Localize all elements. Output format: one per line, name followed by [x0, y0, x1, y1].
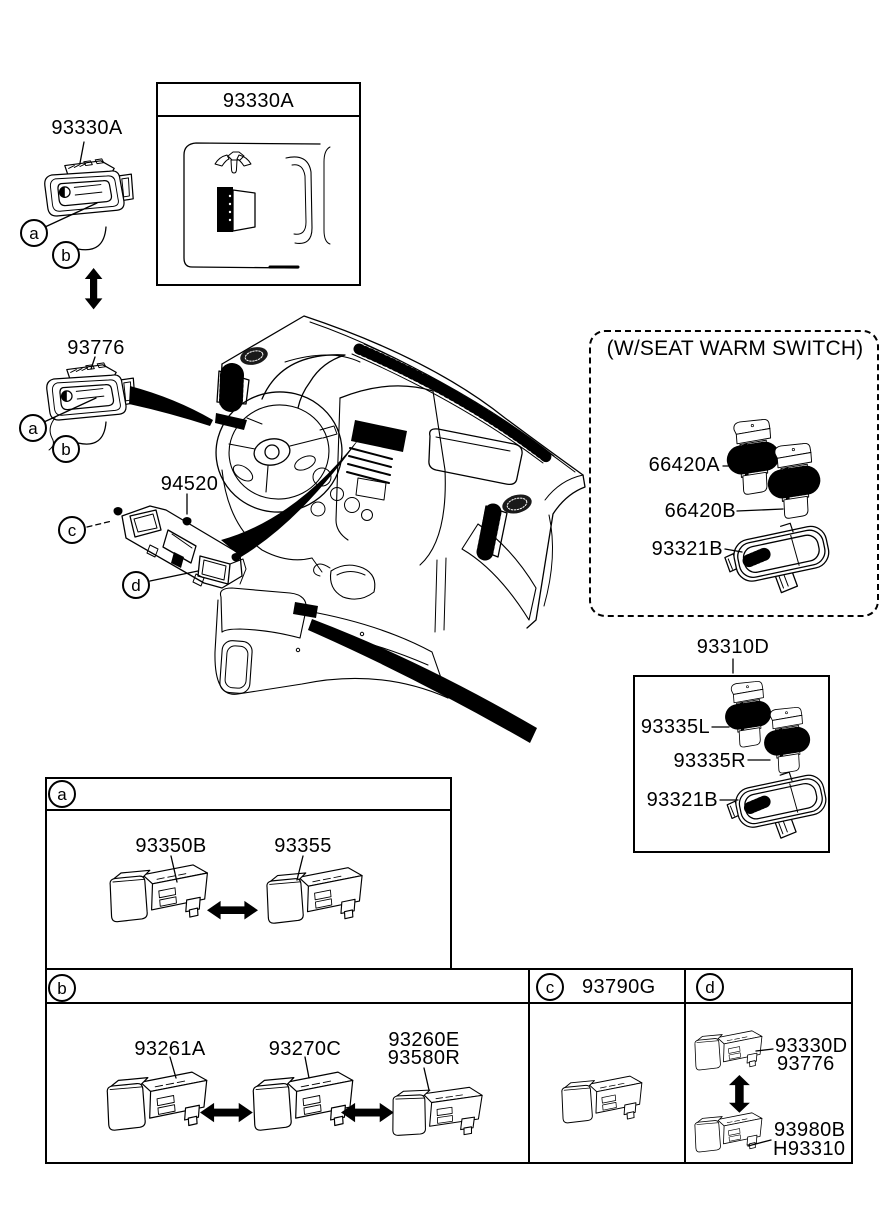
- panel-a-drawing: [109, 855, 363, 924]
- swap-arrow-top-left: [84, 267, 103, 310]
- box-93310d-parts-drawing: [711, 658, 832, 848]
- marker-d-bracket: d: [122, 571, 150, 599]
- bracket-94520-drawing: [113, 505, 247, 589]
- leader-93776: [90, 356, 96, 370]
- sub-box-93310d: [633, 675, 830, 853]
- panel-d-marker: d: [696, 973, 724, 1001]
- panel-b-marker: b: [48, 974, 76, 1002]
- leader-marker-a1: [44, 202, 98, 228]
- panel-c: [530, 968, 686, 1164]
- marker-a-top: a: [20, 219, 48, 247]
- switch-93330a-drawing: [44, 158, 134, 217]
- inset-box-93330a-title: 93330A: [222, 90, 295, 112]
- panel-c-marker: c: [536, 973, 564, 1001]
- leader-marker-b1: [77, 226, 107, 251]
- marker-c-bracket: c: [58, 516, 86, 544]
- switch-93776-drawing: [46, 362, 136, 421]
- panel-a: [45, 777, 452, 970]
- panel-93330a-inset-drawing: [183, 142, 331, 269]
- panel-b: [45, 968, 530, 1164]
- seat-warm-parts-drawing: [721, 419, 835, 602]
- leader-marker-a2: [43, 397, 97, 423]
- seat-warm-option-box: [589, 330, 879, 617]
- marker-a-mid: a: [19, 414, 47, 442]
- leader-marker-b2: [77, 421, 107, 445]
- panel-a-marker: a: [48, 780, 76, 808]
- panel-b-drawing: [106, 1056, 484, 1141]
- marker-b-mid: b: [52, 435, 80, 463]
- inset-box-93330a: 93330A: [156, 82, 361, 286]
- panel-d: [686, 968, 853, 1164]
- leader-93330a: [79, 141, 85, 164]
- leader-marker-c: [86, 520, 113, 528]
- seat-warm-option-title: (W/SEAT WARM SWITCH): [606, 337, 864, 360]
- marker-b-top: b: [52, 241, 80, 269]
- dashboard-illustration: [129, 315, 586, 743]
- panel-d-drawing: [694, 1030, 774, 1153]
- leader-marker-d: [149, 570, 199, 582]
